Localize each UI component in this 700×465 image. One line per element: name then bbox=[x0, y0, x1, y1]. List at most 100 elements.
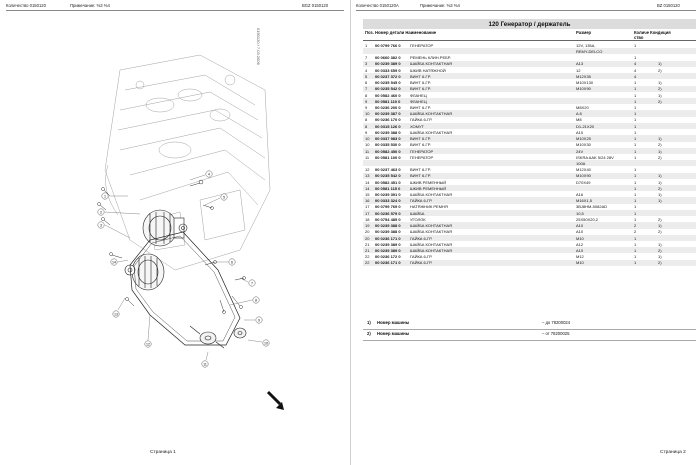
cell-part-number: 00 0333 659 0 bbox=[375, 67, 401, 73]
cell-qty: 1 bbox=[634, 136, 637, 142]
cell-name: ШКИВ РЕМЕННЫЙ bbox=[410, 185, 447, 191]
cell-size: M8X20 bbox=[576, 104, 589, 110]
cell-pos: 20 bbox=[365, 229, 370, 235]
table-row: REMY-DELCO bbox=[363, 48, 696, 55]
callout-9: 9 bbox=[255, 316, 263, 324]
cell-pos: 4 bbox=[365, 67, 368, 73]
cell-part-number: 00 0582 460 0 bbox=[375, 92, 401, 98]
cell-name: РЕМЕНЬ КЛИН.РЕБР. bbox=[410, 55, 451, 61]
cell-name: ВИНТ 6-ГР. bbox=[410, 142, 431, 148]
cell-size: A 8 bbox=[576, 111, 582, 117]
cell-part-number: 00 0799 769 0 bbox=[375, 204, 401, 210]
cell-qty: 4 bbox=[634, 67, 637, 73]
left-footer-page-number: Страница 1 bbox=[150, 450, 176, 455]
cell-size: A10 bbox=[576, 129, 584, 135]
cell-part-number: 00 0581 115 0 bbox=[375, 185, 401, 191]
cell-pos: 10 bbox=[365, 142, 370, 148]
table-row: 100A bbox=[363, 160, 696, 167]
cell-size: 12V, 135A, bbox=[576, 42, 596, 48]
cell-name: ШАЙБА КОНТАКТНАЯ bbox=[410, 229, 453, 235]
cell-qty: 1 bbox=[634, 142, 637, 148]
cell-size: M10X90 bbox=[576, 173, 591, 179]
cell-size: D1-21X20 bbox=[576, 123, 595, 129]
cell-part-number: 00 0333 324 0 bbox=[375, 198, 401, 204]
cell-name: ГЕНЕРАТОР bbox=[410, 154, 434, 160]
right-page: Количество 0150120A Примечание: %3 %4 BZ… bbox=[350, 0, 700, 465]
cell-name: ВИНТ 6-ГР. bbox=[410, 80, 431, 86]
cell-qty: 1 bbox=[634, 179, 637, 185]
svg-text:6: 6 bbox=[231, 260, 233, 264]
cell-pos: 20 bbox=[365, 235, 370, 241]
cell-part-number: 00 0236 579 0 bbox=[375, 210, 401, 216]
cell-condition: 1) bbox=[658, 192, 662, 198]
cell-pos: 9 bbox=[365, 98, 368, 104]
cell-part-number: 00 0239 388 0 bbox=[375, 229, 401, 235]
cell-part-number: 00 0239 391 0 bbox=[375, 192, 401, 198]
cell-qty: 1 bbox=[634, 235, 637, 241]
svg-text:14: 14 bbox=[112, 260, 116, 264]
cell-pos: 10 bbox=[365, 136, 370, 142]
cell-condition: 1) bbox=[658, 80, 662, 86]
left-header-qty: Количество 0150120 bbox=[6, 3, 46, 8]
callout-11: 11 bbox=[201, 360, 209, 368]
cell-qty: 1 bbox=[634, 123, 637, 129]
pulley-right bbox=[233, 327, 247, 339]
cell-size: 3BJ8HM-5082AD bbox=[576, 204, 608, 210]
cell-size: M10 bbox=[576, 235, 584, 241]
cell-pos: 14 bbox=[365, 179, 370, 185]
callout-12: 12 bbox=[144, 340, 152, 348]
section-title-bar: 120 Генератор / держатель bbox=[363, 19, 696, 29]
left-page: Количество 0150120 Примечание: %3 %4 BGZ… bbox=[6, 3, 344, 455]
cell-name: НАТЯЖНИК РЕМНЯ bbox=[410, 204, 448, 210]
cell-name: ФЛАНЕЦ bbox=[410, 92, 427, 98]
note-key: 2) bbox=[367, 331, 371, 336]
cell-size: ISKRA AAK 5/24 28V bbox=[576, 154, 614, 160]
cell-part-number: 00 0239 389 0 bbox=[375, 248, 401, 254]
cell-pos: 14 bbox=[365, 185, 370, 191]
callout-14: 14 bbox=[110, 258, 118, 266]
callout-7: 7 bbox=[248, 279, 256, 287]
engine-block-outline bbox=[104, 54, 271, 271]
cell-part-number: 00 0335 530 0 bbox=[375, 142, 401, 148]
cell-size: 100A bbox=[576, 160, 586, 166]
cell-condition: 1) bbox=[658, 148, 662, 154]
cell-part-number: 00 0236 171 0 bbox=[375, 260, 401, 266]
cell-part-number: 00 0239 388 0 bbox=[375, 223, 401, 229]
cell-qty: 1 bbox=[634, 167, 637, 173]
cell-pos: 9 bbox=[365, 129, 368, 135]
cell-pos: 17 bbox=[365, 204, 370, 210]
cell-condition: 1) bbox=[658, 136, 662, 142]
cell-pos: 12 bbox=[365, 167, 370, 173]
cell-qty: 1 bbox=[634, 210, 637, 216]
cell-qty: 1 bbox=[634, 198, 637, 204]
cell-name: ХОМУТ bbox=[410, 123, 424, 129]
cell-name: ШАЙБА bbox=[410, 210, 425, 216]
cell-name: ГАЙКА 6-ГР. bbox=[410, 260, 433, 266]
cell-name: ФЛАНЕЦ bbox=[410, 98, 427, 104]
cell-size: M12X40 bbox=[576, 167, 591, 173]
cell-condition: 1) bbox=[658, 254, 662, 260]
callout-4: 4 bbox=[205, 170, 213, 178]
svg-text:2: 2 bbox=[100, 210, 102, 214]
svg-text:1: 1 bbox=[104, 194, 106, 198]
cell-qty: 1 bbox=[634, 185, 637, 191]
cell-name: ВИНТ 6-ГР. bbox=[410, 73, 431, 79]
cell-part-number: 00 0239 387 0 bbox=[375, 111, 401, 117]
cell-qty: 1 bbox=[634, 254, 637, 260]
svg-text:13: 13 bbox=[114, 312, 118, 316]
cell-qty: 1 bbox=[634, 216, 637, 222]
cell-size: A10 bbox=[576, 223, 584, 229]
